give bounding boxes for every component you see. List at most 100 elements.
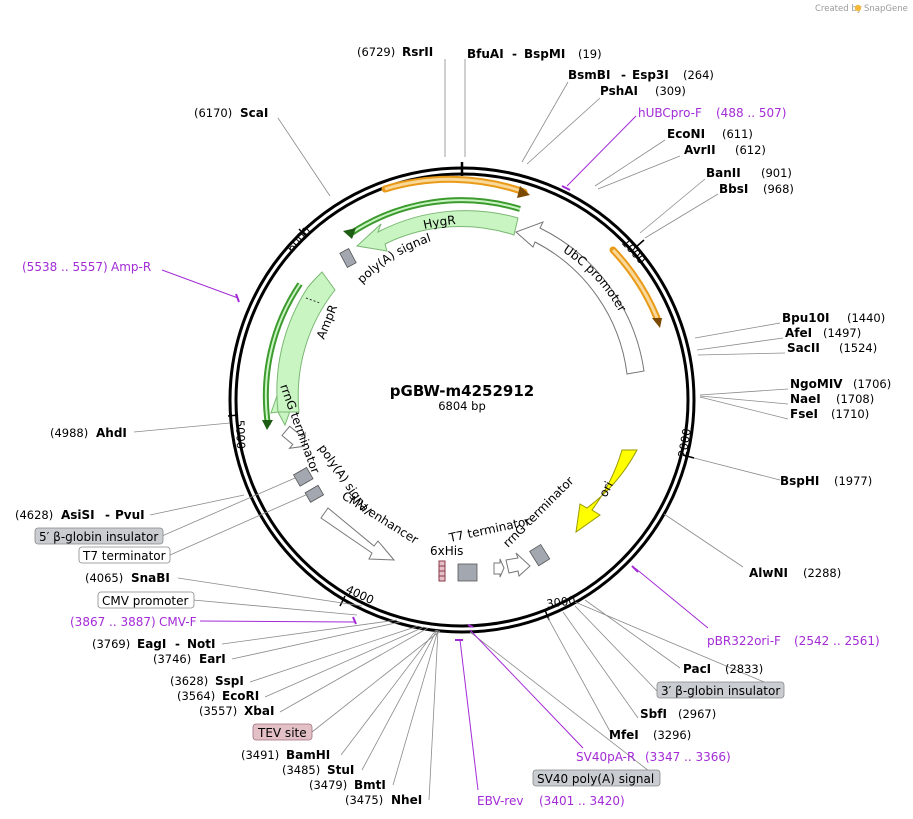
green-arcs	[262, 197, 521, 430]
bsmbi-dash: -	[621, 68, 626, 82]
sv40-polya-feature[interactable]	[457, 563, 478, 582]
rrng-right-feature[interactable]	[505, 552, 531, 577]
pbr322ori-f-range: (2542 .. 2561)	[794, 634, 880, 648]
bamhi-pos: (3491)	[241, 748, 279, 762]
sbfi-pos: (2967)	[678, 707, 716, 721]
bsphi-pos: (1977)	[834, 474, 872, 488]
paci-name[interactable]: PacI	[683, 662, 711, 676]
tick-3000: 3000	[545, 593, 576, 611]
snapgene-brand-text: SnapGene	[864, 4, 908, 14]
fsei-name[interactable]: FseI	[790, 407, 818, 421]
sbfi-name[interactable]: SbfI	[640, 707, 667, 721]
beta-globin-5-feature[interactable]	[293, 466, 314, 487]
cmv-promoter-label[interactable]: CMV promoter	[97, 591, 195, 609]
sv40pa-r-name[interactable]: SV40pA-R	[576, 750, 635, 764]
eagi-pos: (3769)	[92, 637, 130, 651]
his-tag-feature[interactable]: 6xHis	[430, 544, 463, 582]
ecori-name[interactable]: EcoRI	[222, 689, 259, 703]
svg-text:TEV site: TEV site	[257, 726, 307, 740]
snapgene-credit: Created by SnapGene	[815, 4, 908, 14]
sspi-name[interactable]: SspI	[215, 674, 244, 688]
xbai-pos: (3557)	[199, 704, 237, 718]
rrng-left-label: rrnG terminator	[277, 382, 322, 475]
beta-globin-3-feature[interactable]	[529, 543, 551, 567]
asisi-pos: (4628)	[15, 508, 53, 522]
bamhi-name[interactable]: BamHI	[286, 748, 330, 762]
ampr-feature[interactable]: AmpR	[270, 271, 340, 427]
cmv-f-name[interactable]: CMV-F	[159, 615, 197, 629]
econi-name[interactable]: EcoNI	[667, 127, 705, 141]
pvui-name[interactable]: PvuI	[115, 508, 145, 522]
eagi-name[interactable]: EagI	[137, 637, 166, 651]
ebv-rev-name[interactable]: EBV-rev	[477, 794, 523, 808]
sacii-name[interactable]: SacII	[787, 341, 820, 355]
sacii-pos: (1524)	[839, 341, 877, 355]
polya-top-feature	[339, 248, 357, 268]
ori-feature[interactable]: ori	[575, 449, 638, 534]
t7-terminator-label[interactable]: T7 terminator	[78, 546, 171, 564]
afei-name[interactable]: AfeI	[785, 326, 812, 340]
bspmi-name[interactable]: BspMI	[524, 47, 565, 61]
asisi-name[interactable]: AsiSI	[61, 508, 95, 522]
rrng-right-label: rrnG terminator	[500, 474, 576, 550]
xbai-name[interactable]: XbaI	[244, 704, 274, 718]
stui-name[interactable]: StuI	[327, 763, 354, 777]
his-label: 6xHis	[430, 544, 463, 558]
banii-pos: (901)	[761, 166, 792, 180]
bfuai-pos: (19)	[578, 47, 602, 61]
mfei-name[interactable]: MfeI	[609, 728, 639, 742]
amp-r-name[interactable]: Amp-R	[111, 260, 151, 274]
tick-5000: 5000	[233, 420, 248, 450]
nhei-pos: (3475)	[345, 793, 383, 807]
esp3i-name[interactable]: Esp3I	[632, 68, 669, 82]
bsmbi-name[interactable]: BsmBI	[568, 68, 610, 82]
created-by-text: Created by	[815, 4, 862, 14]
noti-name[interactable]: NotI	[187, 637, 216, 651]
ahdi-name[interactable]: AhdI	[96, 426, 127, 440]
beta-globin-5-label[interactable]: 5′ β-globin insulator	[34, 527, 164, 545]
rsrii-name[interactable]: RsrII	[402, 45, 433, 59]
enzyme-labels: (6729) RsrII BfuAI - BspMI (19) BsmBI - …	[15, 45, 891, 807]
pbr322ori-f-name[interactable]: pBR322ori-F	[707, 634, 781, 648]
enzyme-leaders	[133, 59, 789, 801]
ahdi-pos: (4988)	[50, 426, 88, 440]
nhei-name[interactable]: NheI	[391, 793, 422, 807]
hubcpro-f-name[interactable]: hUBCpro-F	[638, 106, 702, 120]
paci-pos: (2833)	[725, 662, 763, 676]
bmti-pos: (3479)	[309, 778, 347, 792]
pshai-name[interactable]: PshAI	[600, 84, 638, 98]
rrng-left-feature[interactable]: rrnG terminator	[277, 382, 322, 475]
tev-site-label[interactable]: TEV site	[252, 723, 313, 741]
scai-name[interactable]: ScaI	[240, 106, 268, 120]
naei-name[interactable]: NaeI	[790, 392, 821, 406]
cmv-enhancer-feature[interactable]: CMV enhancer	[320, 489, 421, 561]
amp-r-range: (5538 .. 5557)	[22, 260, 108, 274]
banii-name[interactable]: BanII	[706, 166, 741, 180]
hygr-feature[interactable]: HygR	[355, 210, 519, 252]
avrii-name[interactable]: AvrII	[684, 143, 716, 157]
bfuai-dash: -	[512, 47, 517, 61]
primer-labels: hUBCpro-F (488 .. 507) (5538 .. 5557) Am…	[22, 106, 880, 808]
alwni-name[interactable]: AlwNI	[749, 566, 788, 580]
bbsi-name[interactable]: BbsI	[719, 182, 748, 196]
naei-pos: (1708)	[836, 392, 874, 406]
ori-label: ori	[596, 479, 616, 499]
sv40-polya-label[interactable]: SV40 poly(A) signal	[532, 769, 661, 787]
ngomiv-name[interactable]: NgoMIV	[790, 377, 843, 391]
scai-pos: (6170)	[194, 106, 232, 120]
bpu10i-name[interactable]: Bpu10I	[782, 311, 829, 325]
bmti-name[interactable]: BmtI	[354, 778, 386, 792]
eari-name[interactable]: EarI	[199, 652, 226, 666]
bfuai-name[interactable]: BfuAI	[467, 47, 504, 61]
beta-globin-3-label[interactable]: 3′ β-globin insulator	[656, 681, 785, 699]
tick-6000: 6000	[284, 224, 314, 255]
sv40pa-r-range: (3347 .. 3366)	[645, 750, 731, 764]
t7-terminator-left-feature[interactable]	[304, 484, 325, 503]
plasmid-name: pGBW-m4252912	[390, 382, 534, 400]
t7-terminator-right-feature[interactable]	[493, 558, 505, 578]
snabi-name[interactable]: SnaBI	[131, 571, 170, 585]
afei-pos: (1497)	[823, 326, 861, 340]
bsphi-name[interactable]: BspHI	[780, 474, 819, 488]
